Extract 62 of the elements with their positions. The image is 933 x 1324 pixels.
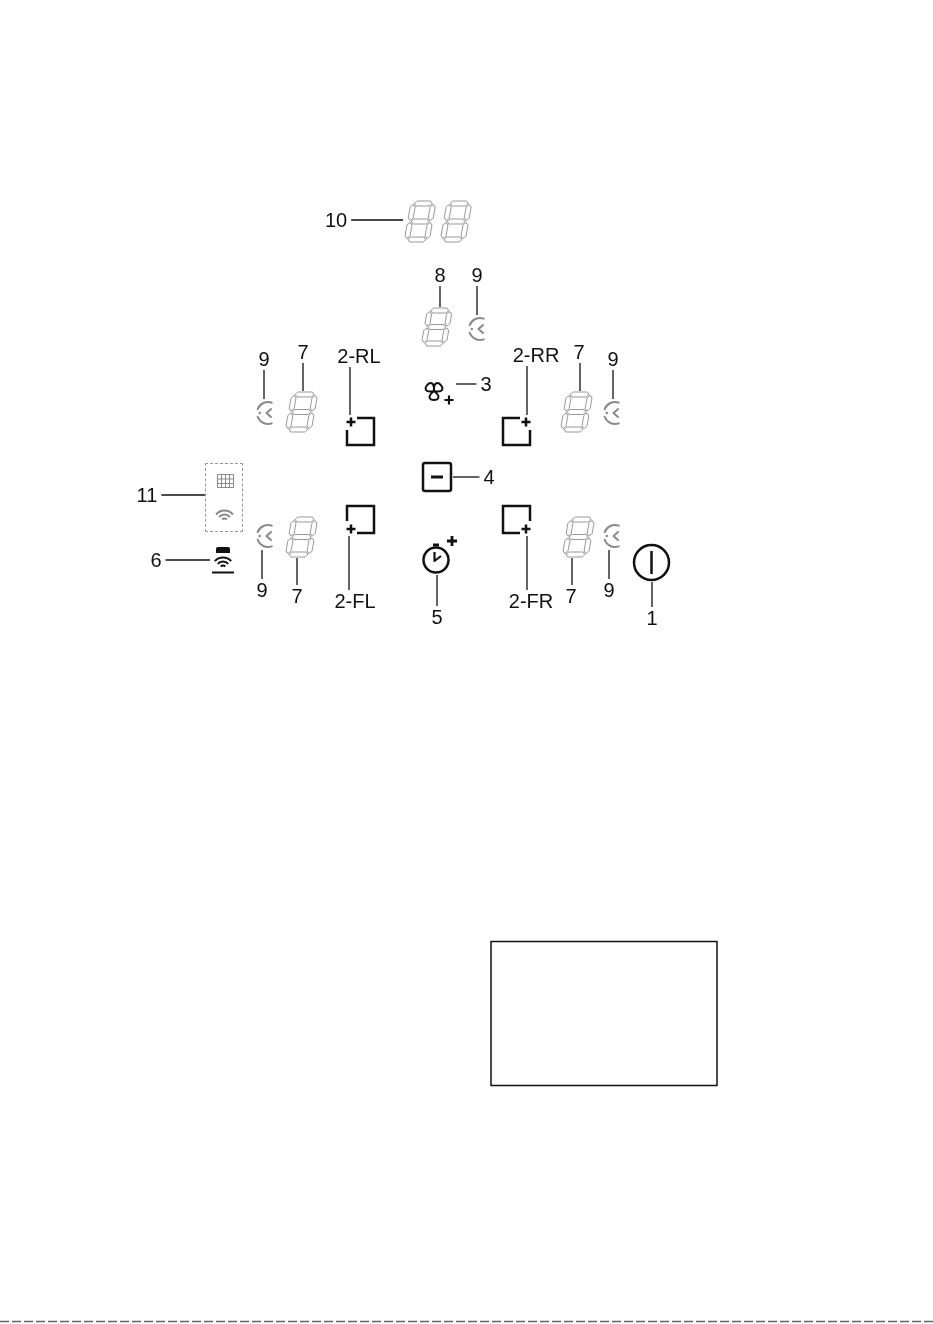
callout-number: 7 xyxy=(561,585,581,607)
leader-line xyxy=(455,383,478,385)
power-icon xyxy=(632,543,671,582)
plus-key-icon xyxy=(344,415,377,448)
minus-key-icon xyxy=(421,461,453,493)
callout-number: 8 xyxy=(430,264,450,286)
leader-line xyxy=(612,369,614,400)
callout-number: 7 xyxy=(569,341,589,363)
digit-display-icon xyxy=(284,516,321,558)
callout-number: 9 xyxy=(599,579,619,601)
callout-number: 6 xyxy=(146,549,166,571)
two-digit-display-icon xyxy=(403,200,475,243)
callout-number: 9 xyxy=(467,264,487,286)
dashed-frame xyxy=(205,463,243,532)
leader-line xyxy=(263,369,265,400)
pan-waves-icon xyxy=(210,546,236,575)
plus-key-icon xyxy=(500,503,533,536)
leader-line xyxy=(302,362,304,392)
leader-line xyxy=(164,559,211,561)
callout-number: 4 xyxy=(479,466,499,488)
leader-line xyxy=(476,285,478,316)
leader-line xyxy=(571,557,573,586)
callout-number: 7 xyxy=(293,341,313,363)
digit-display-icon xyxy=(420,307,455,347)
clock-indicator-icon xyxy=(256,399,273,427)
leader-line xyxy=(349,366,351,416)
leader-line xyxy=(436,574,438,607)
leader-line xyxy=(348,535,350,591)
clock-indicator-icon xyxy=(256,522,273,550)
callout-number: 11 xyxy=(132,484,162,506)
stopwatch-plus-icon xyxy=(420,534,458,575)
callout-number: 7 xyxy=(287,585,307,607)
leader-line xyxy=(651,581,653,608)
leader-line xyxy=(579,362,581,392)
callout-number: 10 xyxy=(320,209,352,231)
leader-line xyxy=(452,476,481,478)
clock-indicator-icon xyxy=(603,522,620,550)
leader-line xyxy=(608,549,610,580)
leader-line xyxy=(261,549,263,580)
leader-line xyxy=(526,365,528,416)
callout-number: 9 xyxy=(603,348,623,370)
leader-line xyxy=(296,557,298,586)
digit-display-icon xyxy=(284,391,321,433)
plus-key-icon xyxy=(500,415,533,448)
callout-label: 2-FL xyxy=(330,590,380,612)
callout-number: 3 xyxy=(476,373,496,395)
leader-line xyxy=(526,535,528,591)
leader-line xyxy=(439,285,441,308)
callout-label: 2-RR xyxy=(508,344,564,366)
callout-number: 9 xyxy=(252,579,272,601)
plus-key-icon xyxy=(344,503,377,536)
clock-indicator-icon xyxy=(603,399,620,427)
digit-display-icon xyxy=(561,516,598,558)
digit-display-icon xyxy=(559,391,596,433)
leader-line xyxy=(160,494,206,496)
callout-number: 5 xyxy=(427,606,447,628)
callout-number: 1 xyxy=(642,607,662,629)
callout-label: 2-RL xyxy=(333,345,385,367)
leader-line xyxy=(350,219,404,221)
callout-number: 9 xyxy=(254,348,274,370)
clock-indicator-icon xyxy=(468,315,485,343)
callout-label: 2-FR xyxy=(504,590,558,612)
